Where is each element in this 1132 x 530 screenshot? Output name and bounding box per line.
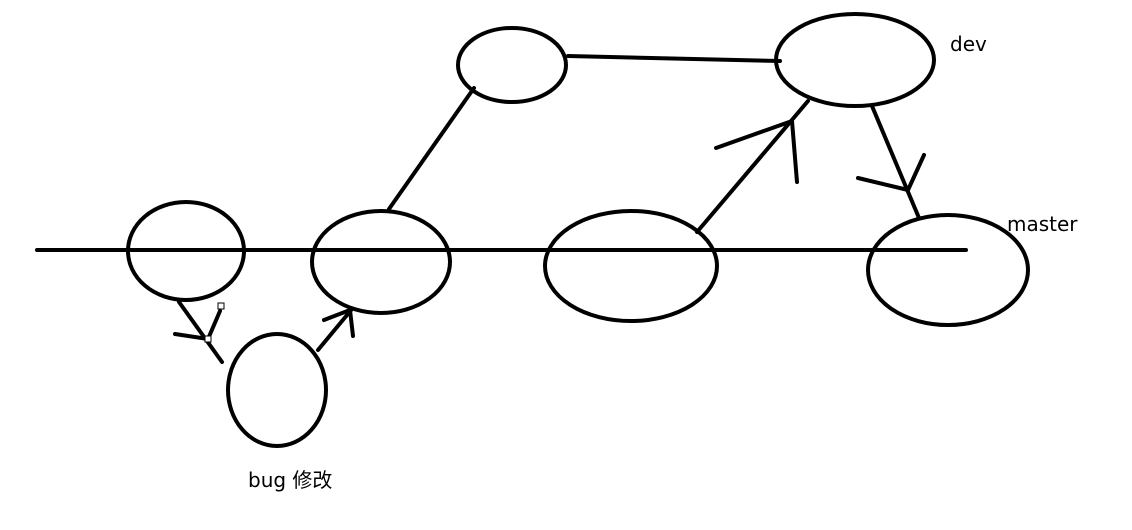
bug-to-master-arrowhead	[322, 308, 355, 338]
master-commit-3	[543, 209, 719, 323]
dev-commit-1	[456, 26, 568, 104]
selection-handle-top	[217, 302, 225, 310]
bug-to-master-line	[316, 307, 354, 352]
selection-handle-mid	[204, 335, 212, 343]
dev-label: dev	[950, 32, 987, 56]
dev-connector-line	[566, 54, 782, 63]
dev-to-master-arrowhead	[856, 153, 926, 192]
master-to-dev-arrowhead	[714, 119, 799, 184]
master-label: master	[1007, 212, 1078, 236]
bug-label: bug 修改	[248, 468, 333, 492]
master-to-bug-line	[177, 300, 224, 364]
bug-commit	[226, 332, 328, 448]
branch-to-dev-line	[387, 86, 476, 211]
dev-to-master-line	[870, 104, 921, 220]
master-commit-1	[126, 200, 246, 302]
master-commit-2	[310, 209, 452, 315]
dev-commit-2	[774, 12, 936, 108]
master-commit-4	[866, 213, 1030, 327]
